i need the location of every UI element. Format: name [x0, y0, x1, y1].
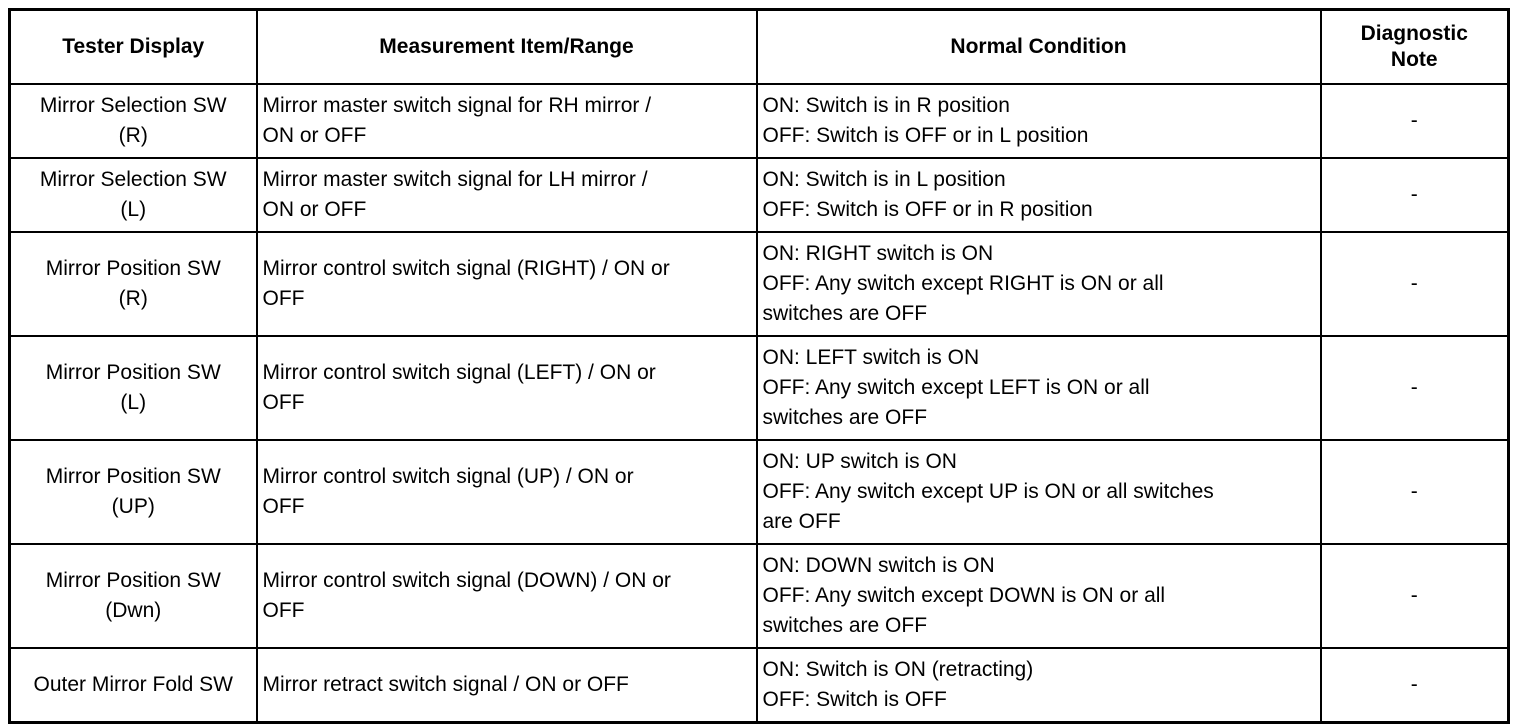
header-normal-condition: Normal Condition	[755, 8, 1322, 85]
normal-condition-cell-line: OFF: Switch is OFF or in R position	[762, 198, 1093, 221]
normal-condition-cell-line: OFF: Switch is OFF or in L position	[762, 124, 1089, 147]
table-row: Mirror Selection SW (R) Mirror master swit…	[8, 83, 1510, 159]
tester-display-cell: Mirror Position SW (UP)	[8, 439, 258, 545]
measurement-cell-line: Mirror control switch signal (DOWN) / ON…	[262, 569, 671, 592]
measurement-cell-line: OFF	[262, 495, 305, 518]
tester-display-cell: Mirror Selection SW (R)	[8, 83, 258, 159]
normal-condition-cell-line: OFF: Any switch except UP is ON or all s…	[762, 480, 1214, 503]
normal-condition-cell: ON: UP switch is ON OFF: Any switch excep…	[755, 439, 1322, 545]
normal-condition-cell-line: OFF: Any switch except LEFT is ON or all	[762, 376, 1150, 399]
measurement-cell-line: Mirror retract switch signal / ON or OFF	[262, 673, 629, 696]
header-tester-display: Tester Display	[8, 8, 258, 85]
normal-condition-cell-line: ON: RIGHT switch is ON	[762, 242, 994, 265]
tester-display-cell-line: (Dwn)	[105, 599, 162, 622]
normal-condition-cell-line: ON: Switch is in R position	[762, 94, 1010, 117]
measurement-cell-line: ON or OFF	[262, 124, 367, 147]
diagnostic-note-cell: -	[1319, 231, 1510, 337]
normal-condition-cell-line: switches are OFF	[762, 406, 928, 429]
measurement-cell: Mirror retract switch signal / ON or OFF	[255, 647, 758, 724]
measurement-cell-line: Mirror master switch signal for RH mirro…	[262, 94, 652, 117]
normal-condition-cell-line: switches are OFF	[762, 614, 928, 637]
normal-condition-cell: ON: RIGHT switch is ON OFF: Any switch ex…	[755, 231, 1322, 337]
table-row: Mirror Position SW (R) Mirror control swit…	[8, 231, 1510, 337]
diagnostic-note-cell: -	[1319, 439, 1510, 545]
normal-condition-cell-line: are OFF	[762, 510, 841, 533]
tester-display-cell: Mirror Position SW (L)	[8, 335, 258, 441]
diagnostic-note-cell: -	[1319, 647, 1510, 724]
measurement-cell: Mirror control switch signal (RIGHT) / O…	[255, 231, 758, 337]
measurement-cell-line: ON or OFF	[262, 198, 367, 221]
measurement-cell-line: OFF	[262, 391, 305, 414]
measurement-cell-line: OFF	[262, 599, 305, 622]
measurement-cell: Mirror control switch signal (LEFT) / ON…	[255, 335, 758, 441]
tester-display-cell: Mirror Position SW (R)	[8, 231, 258, 337]
normal-condition-cell-line: OFF: Switch is OFF	[762, 688, 947, 711]
tester-display-cell: Outer Mirror Fold SW	[8, 647, 258, 724]
normal-condition-cell-line: ON: Switch is ON (retracting)	[762, 658, 1034, 681]
table-row: Mirror Position SW (L) Mirror control swit…	[8, 335, 1510, 441]
header-measurement-item: Measurement Item/Range	[255, 8, 758, 85]
tester-display-cell: Mirror Position SW (Dwn)	[8, 543, 258, 649]
table-row: Mirror Position SW (UP) Mirror control swi…	[8, 439, 1510, 545]
header-diagnostic-note: Diagnostic Note	[1319, 8, 1510, 85]
diagnostic-note-cell: -	[1319, 157, 1510, 233]
measurement-cell-line: Mirror control switch signal (RIGHT) / O…	[262, 257, 670, 280]
tester-display-cell-line: (L)	[120, 198, 147, 221]
normal-condition-cell-line: ON: LEFT switch is ON	[762, 346, 980, 369]
measurement-cell-line: Mirror control switch signal (LEFT) / ON…	[262, 361, 656, 384]
table-header-row: Tester Display Measurement Item/Range No…	[8, 8, 1510, 85]
normal-condition-cell-line: ON: UP switch is ON	[762, 450, 957, 473]
measurement-cell-line: Mirror master switch signal for LH mirro…	[262, 168, 648, 191]
normal-condition-cell: ON: DOWN switch is ON OFF: Any switch exc…	[755, 543, 1322, 649]
tester-display-cell-line: (UP)	[111, 495, 155, 518]
normal-condition-cell-line: OFF: Any switch except DOWN is ON or all	[762, 584, 1166, 607]
tester-display-cell-line: (L)	[120, 391, 147, 414]
normal-condition-cell: ON: Switch is ON (retracting) OFF: Switch…	[755, 647, 1322, 724]
measurement-cell: Mirror master switch signal for RH mirro…	[255, 83, 758, 159]
diagnostic-note-cell: -	[1319, 335, 1510, 441]
table-row: Outer Mirror Fold SW Mirror retract switc…	[8, 647, 1510, 724]
table-row: Mirror Position SW (Dwn) Mirror control sw…	[8, 543, 1510, 649]
measurement-cell: Mirror control switch signal (UP) / ON o…	[255, 439, 758, 545]
diagnostic-note-cell: -	[1319, 543, 1510, 649]
tester-display-cell-line: Mirror Position SW	[45, 569, 221, 592]
measurement-cell: Mirror master switch signal for LH mirro…	[255, 157, 758, 233]
measurement-cell-line: OFF	[262, 287, 305, 310]
normal-condition-cell-line: ON: DOWN switch is ON	[762, 554, 995, 577]
diagnostic-note-cell: -	[1319, 83, 1510, 159]
normal-condition-cell: ON: LEFT switch is ON OFF: Any switch exc…	[755, 335, 1322, 441]
tester-display-cell-line: Mirror Position SW	[45, 257, 221, 280]
normal-condition-cell-line: ON: Switch is in L position	[762, 168, 1006, 191]
header-diagnostic-note-line: Note	[1390, 48, 1438, 71]
table-row: Mirror Selection SW (L) Mirror master swit…	[8, 157, 1510, 233]
tester-display-cell-line: Mirror Selection SW	[39, 94, 227, 117]
header-diagnostic-note-line: Diagnostic	[1360, 22, 1468, 45]
tester-display-cell: Mirror Selection SW (L)	[8, 157, 258, 233]
tester-display-cell-line: Mirror Position SW	[45, 465, 221, 488]
tester-display-cell-line: (R)	[118, 124, 148, 147]
tester-display-cell-line: Outer Mirror Fold SW	[33, 673, 234, 696]
data-table: Tester Display Measurement Item/Range No…	[8, 8, 1510, 724]
tester-display-cell-line: Mirror Selection SW	[39, 168, 227, 191]
measurement-cell: Mirror control switch signal (DOWN) / ON…	[255, 543, 758, 649]
normal-condition-cell-line: switches are OFF	[762, 302, 928, 325]
tester-display-cell-line: (R)	[118, 287, 148, 310]
tester-display-cell-line: Mirror Position SW	[45, 361, 221, 384]
measurement-cell-line: Mirror control switch signal (UP) / ON o…	[262, 465, 634, 488]
normal-condition-cell-line: OFF: Any switch except RIGHT is ON or al…	[762, 272, 1164, 295]
